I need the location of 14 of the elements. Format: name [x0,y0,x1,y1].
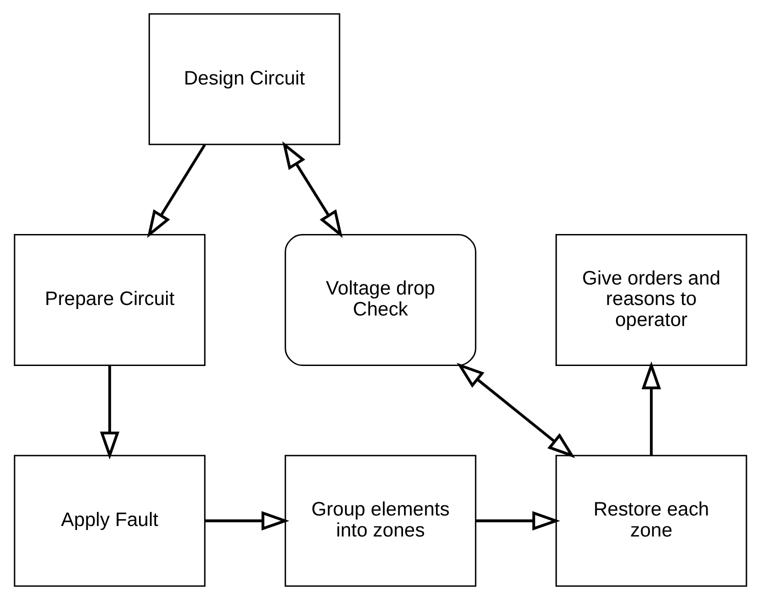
node-box: Design Circuit [148,13,340,146]
arrow [642,361,662,456]
node-box: Prepare Circuit [14,234,206,366]
node-box: Voltage drop Check [284,234,476,366]
arrow [100,366,120,460]
arrow [476,511,560,531]
arrow [456,362,576,458]
node-box: Apply Fault [14,454,206,587]
node-box: Group elements into zones [284,454,476,587]
node-box: Restore each zone [555,454,748,587]
arrow [147,144,206,238]
arrow [204,511,290,531]
node-box: Give orders and reasons to operator [555,234,748,366]
arrow [282,141,343,238]
